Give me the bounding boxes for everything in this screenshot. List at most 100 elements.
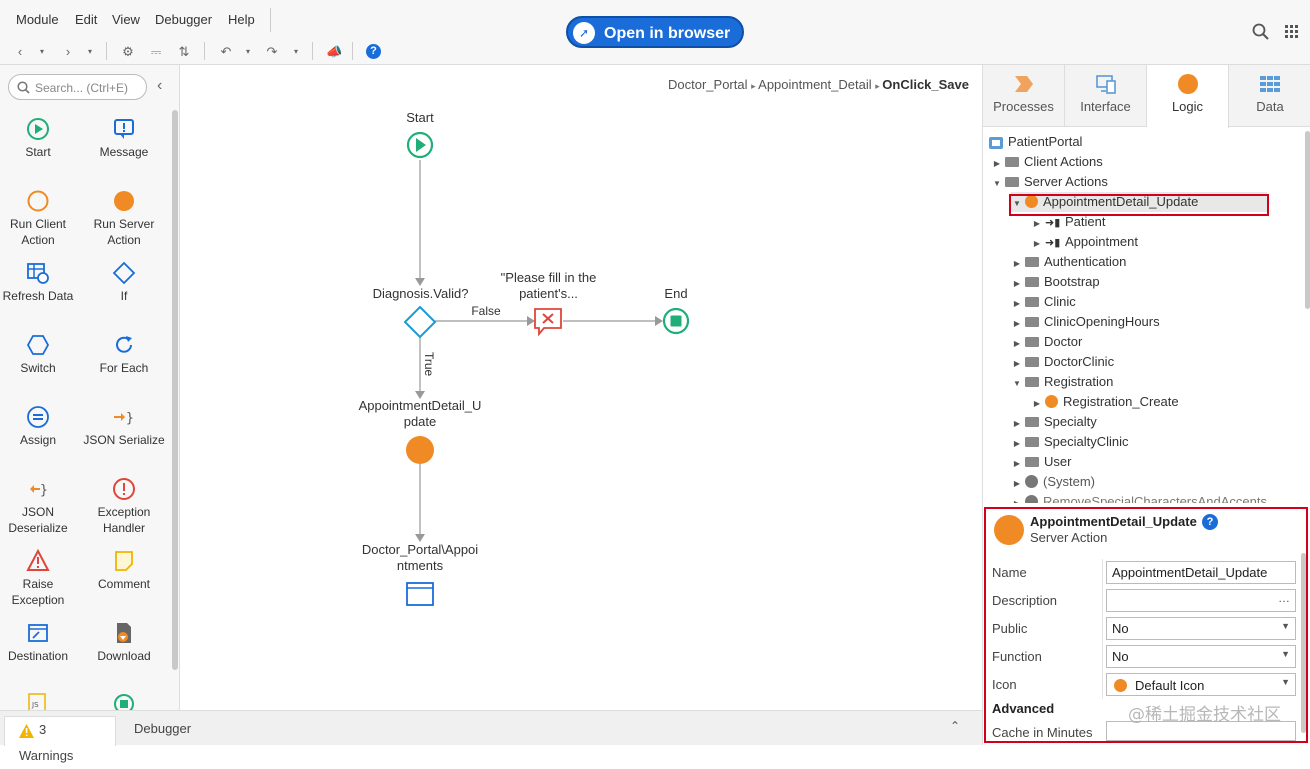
tree-cut-item[interactable]: ▶RemoveSpecialCharactersAndAccents: [1011, 492, 1267, 503]
settings-icon[interactable]: ⚙: [122, 44, 134, 59]
tree-folder[interactable]: ▶Authentication: [1011, 252, 1126, 272]
help-icon[interactable]: ?: [366, 44, 381, 59]
expand-arrow-icon[interactable]: ▶: [1013, 259, 1021, 268]
tool-if[interactable]: If: [81, 261, 167, 304]
redo-dropdown-icon[interactable]: ▾: [293, 47, 298, 56]
tree-folder[interactable]: ▶User: [1011, 452, 1072, 472]
tree-folder[interactable]: ▶Doctor: [1011, 332, 1082, 352]
more-icon[interactable]: …: [1278, 591, 1290, 605]
expand-arrow-icon[interactable]: ▶: [1013, 479, 1021, 488]
expand-arrow-icon[interactable]: ▶: [1013, 339, 1021, 348]
forward-dropdown-icon[interactable]: ▾: [87, 47, 92, 56]
tree-scrollbar[interactable]: [1305, 131, 1310, 309]
tool-start[interactable]: Start: [0, 117, 81, 160]
tool-refresh-data[interactable]: Refresh Data: [0, 261, 81, 304]
tool-destination[interactable]: Destination: [0, 621, 81, 664]
tree-client-actions[interactable]: ▶Client Actions: [991, 152, 1103, 172]
redo-icon[interactable]: ↷: [266, 44, 278, 59]
server-action-node-icon[interactable]: [405, 435, 435, 465]
debugger-tab[interactable]: Debugger: [122, 716, 203, 746]
back-icon[interactable]: ‹: [17, 44, 23, 59]
help-icon[interactable]: ?: [1202, 514, 1218, 530]
expand-arrow-icon[interactable]: ▶: [1013, 319, 1021, 328]
icon-select[interactable]: Default Icon▼: [1106, 673, 1296, 696]
expand-panel-icon[interactable]: ⌃: [950, 719, 961, 733]
tree-root[interactable]: PatientPortal: [988, 132, 1082, 152]
tool-comment[interactable]: Comment: [81, 549, 167, 592]
expand-arrow-icon[interactable]: ▶: [1013, 359, 1021, 368]
toolbox-scrollbar[interactable]: [172, 110, 178, 670]
breadcrumb-module[interactable]: Doctor_Portal: [668, 77, 748, 92]
expand-arrow-icon[interactable]: ▶: [1013, 419, 1021, 428]
name-field[interactable]: AppointmentDetail_Update: [1106, 561, 1296, 584]
expand-arrow-icon[interactable]: ▶: [1033, 399, 1041, 408]
tree-registration[interactable]: ▼Registration: [1011, 372, 1113, 392]
collapse-arrow-icon[interactable]: ▼: [993, 179, 1001, 188]
search-input[interactable]: Search... (Ctrl+E): [8, 74, 147, 100]
back-dropdown-icon[interactable]: ▾: [39, 47, 44, 56]
tree-folder[interactable]: ▶Clinic: [1011, 292, 1076, 312]
tree-registration-create[interactable]: ▶Registration_Create: [1031, 392, 1179, 412]
expand-arrow-icon[interactable]: ▶: [993, 159, 1001, 168]
tree-folder[interactable]: ▶SpecialtyClinic: [1011, 432, 1129, 452]
javascript-icon[interactable]: JS: [27, 693, 47, 710]
properties-scrollbar[interactable]: [1301, 553, 1306, 733]
tool-raise-exception[interactable]: Raise Exception: [0, 549, 81, 608]
menu-view[interactable]: View: [112, 12, 140, 27]
menu-module[interactable]: Module: [16, 12, 59, 27]
forward-icon[interactable]: ›: [65, 44, 71, 59]
undo-icon[interactable]: ↶: [220, 44, 232, 59]
tab-logic[interactable]: Logic: [1147, 65, 1229, 128]
tool-message[interactable]: Message: [81, 117, 167, 160]
megaphone-icon[interactable]: 📣: [326, 44, 343, 59]
tree-system[interactable]: ▶(System): [1011, 472, 1095, 492]
expand-arrow-icon[interactable]: ▶: [1013, 279, 1021, 288]
collapse-arrow-icon[interactable]: ▼: [1013, 199, 1021, 208]
expand-arrow-icon[interactable]: ▶: [1013, 459, 1021, 468]
tab-interface[interactable]: Interface: [1065, 65, 1147, 127]
tool-json-deserialize[interactable]: } JSON Deserialize: [0, 477, 81, 536]
start-node-icon[interactable]: [406, 131, 434, 159]
breadcrumb-screen[interactable]: Appointment_Detail: [758, 77, 872, 92]
menu-debugger[interactable]: Debugger: [155, 12, 213, 27]
expand-arrow-icon[interactable]: ▶: [1013, 439, 1021, 448]
tool-exception-handler[interactable]: Exception Handler: [81, 477, 167, 536]
tool-run-server-action[interactable]: Run Server Action: [81, 189, 167, 248]
tab-data[interactable]: Data: [1229, 65, 1310, 127]
tree-folder[interactable]: ▶DoctorClinic: [1011, 352, 1114, 372]
tab-processes[interactable]: Processes: [983, 65, 1065, 127]
expand-arrow-icon[interactable]: ▶: [1033, 239, 1041, 248]
tree-server-actions[interactable]: ▼Server Actions: [991, 172, 1108, 192]
open-in-browser-button[interactable]: ➚ Open in browser: [566, 16, 744, 48]
tool-switch[interactable]: Switch: [0, 333, 81, 376]
undo-dropdown-icon[interactable]: ▾: [245, 47, 250, 56]
expand-arrow-icon[interactable]: ▶: [1033, 219, 1041, 228]
search-icon[interactable]: [1252, 23, 1270, 41]
tree-input-patient[interactable]: ▶➜▮Patient: [1031, 212, 1106, 232]
expand-arrow-icon[interactable]: ▶: [1011, 494, 1023, 503]
collapse-toolbox-icon[interactable]: ‹: [157, 77, 163, 94]
compare-icon[interactable]: ⇅: [178, 44, 190, 59]
expand-arrow-icon[interactable]: ▶: [1013, 299, 1021, 308]
tool-assign[interactable]: Assign: [0, 405, 81, 448]
collapse-arrow-icon[interactable]: ▼: [1013, 379, 1021, 388]
public-select[interactable]: No▼: [1106, 617, 1296, 640]
menu-edit[interactable]: Edit: [75, 12, 98, 27]
destination-node-icon[interactable]: [405, 581, 435, 607]
tool-run-client-action[interactable]: Run Client Action: [0, 189, 81, 248]
end-icon[interactable]: [113, 693, 135, 710]
menu-help[interactable]: Help: [228, 12, 255, 27]
tree-folder[interactable]: ▶Bootstrap: [1011, 272, 1100, 292]
message-node-icon[interactable]: [533, 307, 563, 337]
warnings-tab[interactable]: 3 Warnings: [4, 716, 116, 763]
tree-input-appointment[interactable]: ▶➜▮Appointment: [1031, 232, 1138, 252]
if-node-icon[interactable]: [403, 305, 437, 339]
plug-icon[interactable]: ⎓: [150, 44, 162, 59]
tree-folder[interactable]: ▶ClinicOpeningHours: [1011, 312, 1160, 332]
cache-field[interactable]: [1106, 721, 1296, 741]
tree-selected-server-action[interactable]: ▼AppointmentDetail_Update: [1011, 192, 1267, 212]
description-field[interactable]: …: [1106, 589, 1296, 612]
tool-for-each[interactable]: For Each: [81, 333, 167, 376]
tool-json-serialize[interactable]: } JSON Serialize: [81, 405, 167, 448]
tree-folder[interactable]: ▶Specialty: [1011, 412, 1097, 432]
